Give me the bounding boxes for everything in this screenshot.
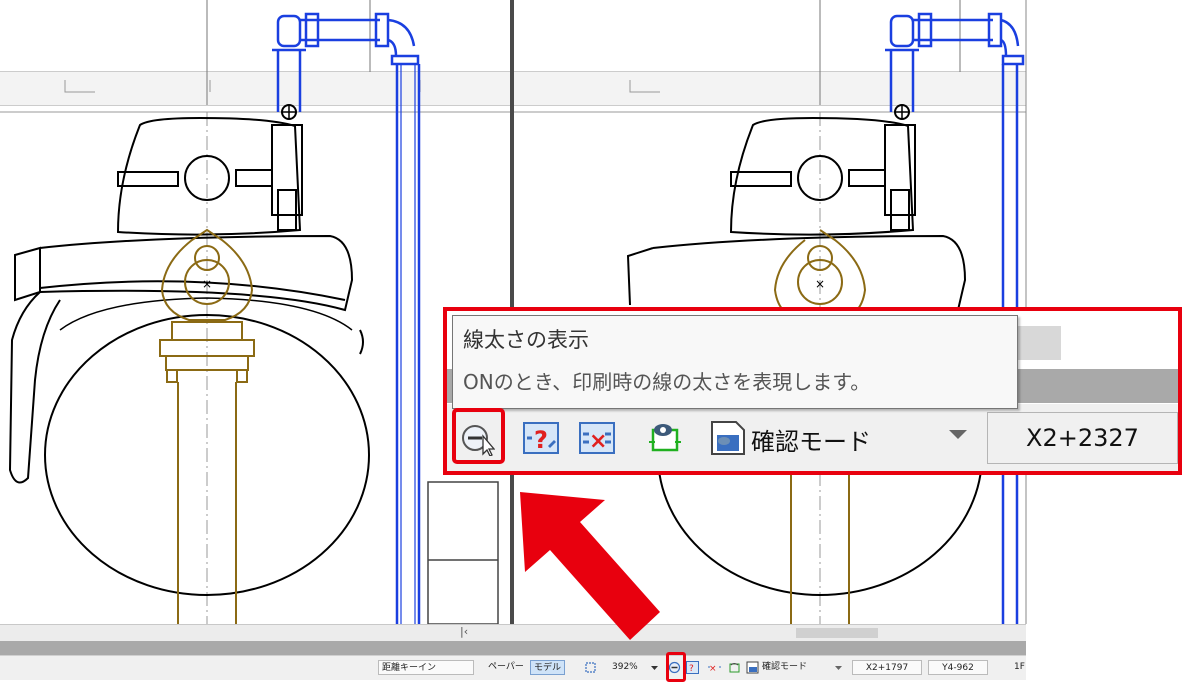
chevron-down-icon[interactable] xyxy=(949,430,967,439)
svg-text:×: × xyxy=(815,277,825,291)
line-weight-icon[interactable] xyxy=(459,420,495,456)
x-coordinate: X2+1797 xyxy=(852,660,922,675)
query-small-icon[interactable]: ? xyxy=(686,661,699,674)
layer-view-icon[interactable] xyxy=(647,420,683,456)
paper-tab[interactable]: ペーパー xyxy=(488,662,524,672)
fit-view-icon[interactable] xyxy=(584,661,597,674)
line-weight-small-icon[interactable] xyxy=(668,661,681,674)
svg-text:×: × xyxy=(589,429,607,454)
mode-dropdown-icon[interactable] xyxy=(834,661,843,674)
zoom-confirm-mode-label[interactable]: 確認モード xyxy=(751,428,871,456)
zoomed-status-toolbar: ? × 確認モード X2+2327 xyxy=(447,404,1178,471)
scrollbar-left-icon[interactable]: |‹ xyxy=(460,625,469,638)
toilet-left xyxy=(8,116,370,596)
highlight-small-box xyxy=(666,652,686,682)
model-tab[interactable]: モデル xyxy=(530,660,566,675)
tooltip-description: ONのとき、印刷時の線の太さを表現します。 xyxy=(463,370,871,394)
status-bar: 距離キーイン ペーパー モデル 392% ? × 確認モード X2+1797 Y… xyxy=(0,655,1026,680)
scrollbar-thumb[interactable] xyxy=(796,628,878,638)
query-icon[interactable]: ? xyxy=(523,420,559,456)
svg-text:×: × xyxy=(709,664,717,674)
svg-text:×: × xyxy=(202,277,212,291)
cross-small-icon[interactable]: × xyxy=(708,661,721,674)
zoom-x-coordinate: X2+2327 xyxy=(987,412,1178,464)
highlight-zoom-box xyxy=(452,408,505,464)
zoom-level[interactable]: 392% xyxy=(612,662,638,672)
tooltip-title: 線太さの表示 xyxy=(463,328,589,352)
zoom-dropdown-icon[interactable] xyxy=(650,661,659,674)
separator-bar xyxy=(0,641,1026,655)
distance-keyin-field[interactable]: 距離キーイン xyxy=(378,660,474,675)
confirm-mode-label[interactable]: 確認モード xyxy=(762,662,808,672)
tooltip: 線太さの表示 ONのとき、印刷時の線の太さを表現します。 xyxy=(452,315,1018,409)
pipe-left xyxy=(272,12,421,624)
floor-indicator: 1F xyxy=(1014,662,1025,672)
confirm-mode-icon[interactable] xyxy=(709,419,747,457)
y-coordinate: Y4-962 xyxy=(928,660,988,675)
zoom-callout: ? × 確認モード X2+2327 線太さの表示 ONのとき、印刷時の線の太さを… xyxy=(443,307,1182,475)
cross-select-icon[interactable]: × xyxy=(579,420,615,456)
fitting-left xyxy=(159,228,255,624)
layer-small-icon[interactable] xyxy=(728,661,741,674)
confirm-mode-small-icon[interactable] xyxy=(746,661,759,674)
svg-text:?: ? xyxy=(689,664,694,674)
fitting-right xyxy=(773,229,867,624)
svg-text:?: ? xyxy=(534,426,548,454)
